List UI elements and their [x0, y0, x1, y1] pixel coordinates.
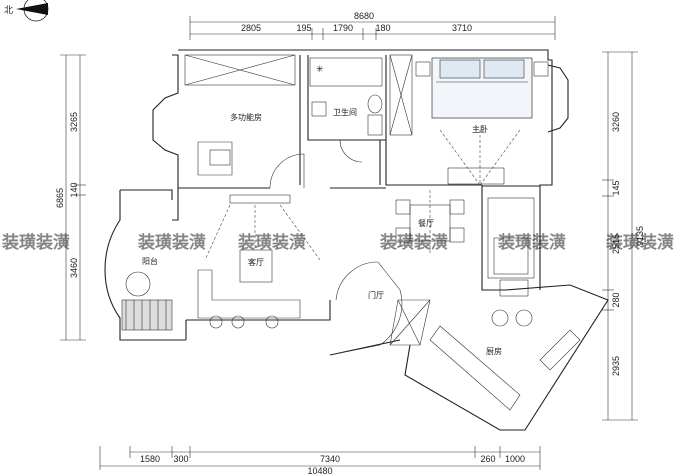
dim-left-3: 3460	[69, 258, 79, 278]
dim-top-4: 180	[375, 23, 390, 33]
dimension-right: 3260 145 9135 2515 280 2935	[602, 51, 645, 421]
dim-bottom-1: 1580	[140, 454, 160, 464]
room-label-bath: 卫生间	[333, 107, 357, 117]
dim-bottom-5: 1000	[505, 454, 525, 464]
shower-icon: ✳	[316, 64, 324, 74]
room-label-study: 多功能房	[230, 112, 262, 122]
watermark-6: 装璜装潢	[605, 232, 674, 252]
wardrobe	[389, 54, 413, 136]
watermarks: 装璜装潢 装璜装潢 装璜装潢 装璜装潢 装璜装潢 装璜装潢	[1, 232, 674, 252]
dimension-top: 8680 2805 195 1790 180 3710	[189, 11, 556, 40]
compass: 北	[4, 0, 49, 22]
dim-right-1: 3260	[611, 112, 621, 132]
room-label-dining: 餐厅	[418, 219, 434, 228]
watermark-5: 装璜装潢	[497, 232, 566, 252]
dimension-left: 3265 140 6865 3460	[55, 54, 86, 341]
dim-bottom-4: 260	[480, 454, 495, 464]
watermark-2: 装璜装潢	[137, 232, 206, 252]
room-label-living: 客厅	[248, 257, 264, 267]
dim-top-total: 8680	[354, 11, 374, 21]
dim-right-3: 2515	[611, 234, 621, 254]
dim-top-2: 195	[296, 23, 311, 33]
compass-north-label: 北	[4, 5, 13, 15]
room-label-kitchen: 厨房	[486, 346, 502, 356]
dim-left-2: 140	[69, 182, 79, 197]
dim-left-total: 6865	[55, 188, 65, 208]
dim-bottom-3: 7340	[320, 454, 340, 464]
watermark-3: 装璜装潢	[237, 232, 306, 252]
dim-right-5: 2935	[611, 356, 621, 376]
dining-table	[395, 190, 465, 255]
dim-top-1: 2805	[241, 23, 261, 33]
room-label-balcony: 阳台	[142, 256, 158, 266]
balcony-furniture	[121, 271, 173, 331]
dimension-bottom: 1580 300 7340 260 1000 10480	[99, 446, 541, 476]
dim-right-4: 280	[611, 292, 621, 307]
compass-arrow-icon	[16, 3, 48, 15]
bathroom-fixtures: ✳	[309, 57, 383, 136]
dim-bottom-2: 300	[173, 454, 188, 464]
watermark-1: 装璜装潢	[1, 232, 70, 252]
room-label-master: 主卧	[472, 124, 488, 134]
master-bed	[415, 57, 549, 186]
walls	[104, 49, 609, 431]
study-furniture	[184, 54, 296, 176]
living-furniture	[197, 194, 321, 329]
watermark-4: 装璜装潢	[379, 232, 448, 252]
room-label-entry: 门厅	[368, 290, 384, 300]
dim-right-total: 9135	[635, 226, 645, 246]
dim-top-5: 3710	[452, 23, 472, 33]
kitchen-fixtures	[389, 197, 581, 411]
dim-left-1: 3265	[69, 112, 79, 132]
dim-bottom-total: 10480	[307, 466, 332, 476]
dim-right-2: 145	[611, 180, 621, 195]
dim-top-3: 1790	[333, 23, 353, 33]
room-labels: 多功能房 卫生间 主卧 餐厅 客厅 阳台 门厅 厨房	[142, 107, 502, 356]
